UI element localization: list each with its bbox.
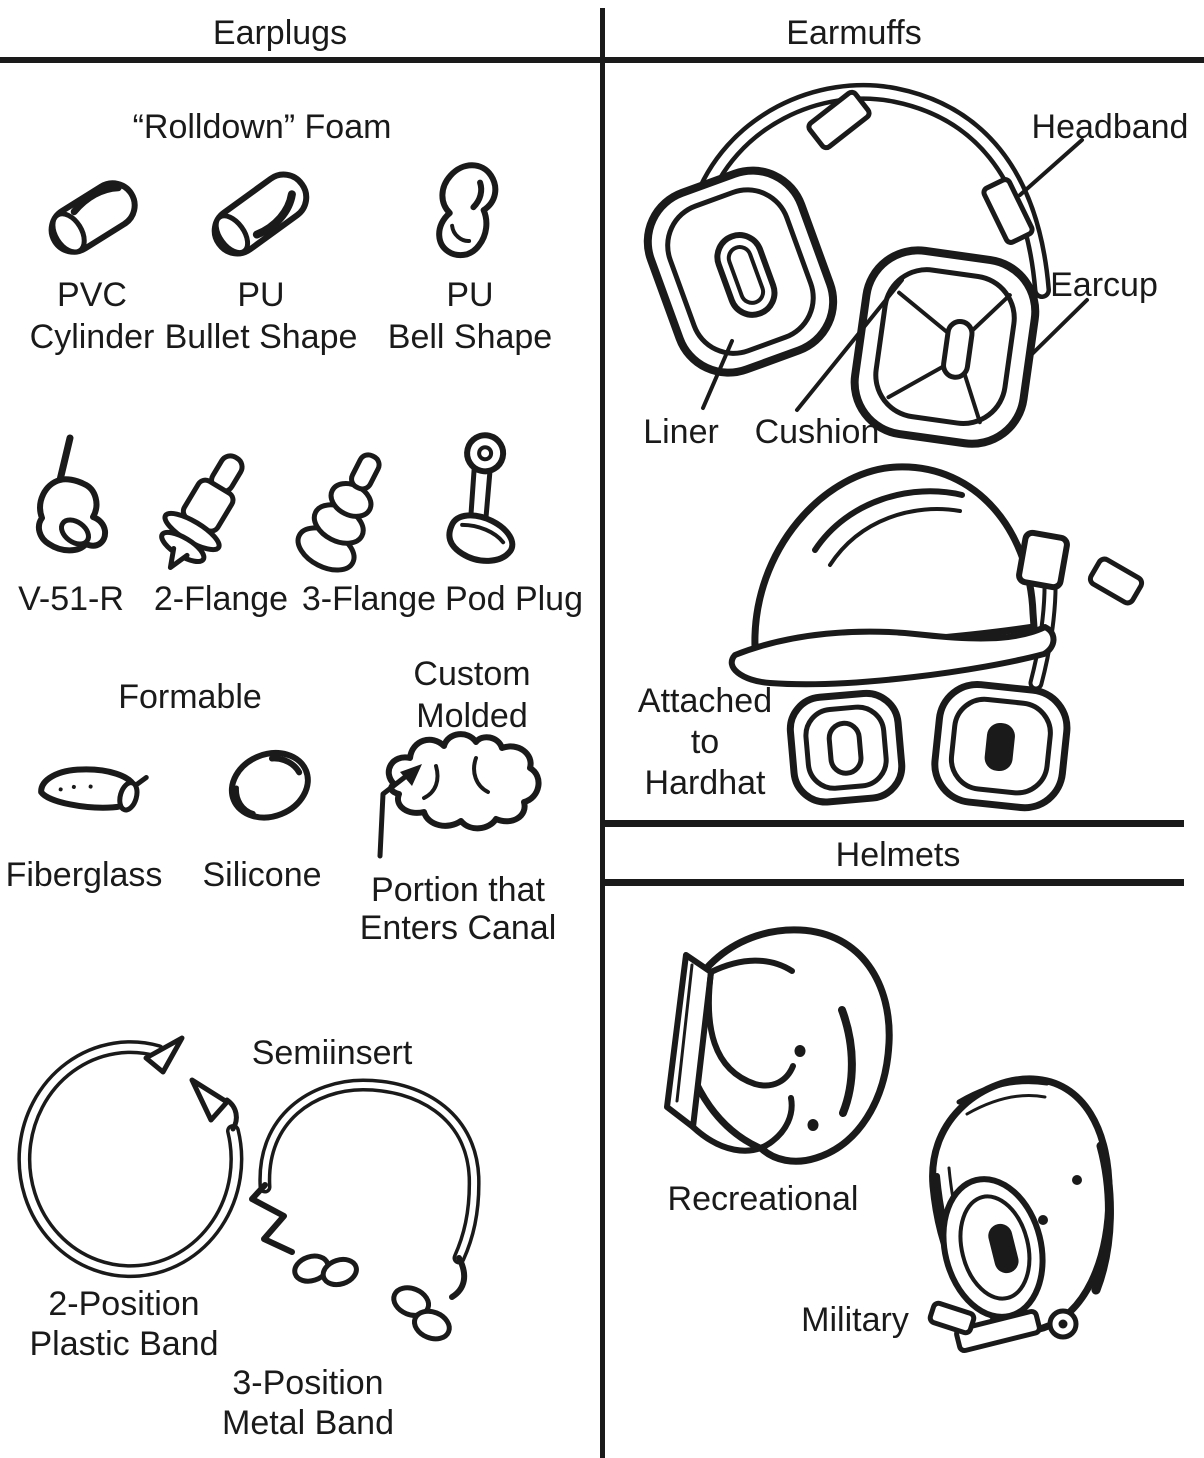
cushion-callout-label: Cushion: [754, 413, 880, 451]
three-position-metal-band-label: 3-Position Metal Band: [222, 1363, 394, 1443]
helmets-rule-bottom: [602, 879, 1184, 886]
recreational-helmet-illustration: [664, 926, 893, 1165]
hardhat-earmuffs-illustration: [728, 463, 1145, 812]
label-line: Enters Canal: [359, 909, 557, 947]
v-51-r-label: V-51-R: [18, 580, 124, 618]
earmuffs-section-title: Earmuffs: [786, 14, 922, 52]
label-line: Hardhat: [644, 764, 766, 802]
earmuffs-illustration: [643, 82, 1089, 448]
label-line: Bullet Shape: [164, 318, 358, 356]
label-line: Metal Band: [222, 1404, 394, 1442]
pod-plug-illustration: [446, 432, 516, 564]
label-line: PVC: [57, 276, 127, 314]
rolldown-foam-heading: “Rolldown” Foam: [132, 108, 392, 146]
formable-heading: Formable: [118, 678, 262, 716]
label-line: Molded: [416, 697, 528, 735]
v-51-r-illustration: [35, 434, 109, 554]
label-line: Cylinder: [29, 318, 155, 356]
label-line: Bell Shape: [387, 318, 553, 356]
two-flange-label: 2-Flange: [153, 580, 289, 618]
three-position-metal-band-illustration: [249, 1078, 481, 1342]
helmets-section-title: Helmets: [835, 836, 961, 874]
label-line: Custom: [413, 655, 531, 693]
label-line: PU: [237, 276, 285, 314]
pvc-cylinder-label: PVC Cylinder: [30, 274, 155, 358]
two-position-plastic-band-label: 2-Position Plastic Band: [30, 1284, 219, 1364]
label-line: PU: [446, 276, 494, 314]
pu-bell-illustration: [436, 162, 499, 259]
three-flange-label: 3-Flange: [301, 580, 437, 618]
custom-molded-illustration: [385, 731, 542, 832]
attached-to-hardhat-caption: Attached to Hardhat: [638, 681, 772, 804]
semiinsert-heading: Semiinsert: [251, 1034, 413, 1072]
label-line: 2-Position: [48, 1285, 200, 1323]
earplugs-section-title: Earplugs: [212, 14, 348, 52]
pvc-cylinder-illustration: [48, 180, 138, 255]
fiberglass-label: Fiberglass: [5, 856, 163, 894]
column-divider: [600, 8, 605, 1458]
recreational-helmet-label: Recreational: [667, 1180, 859, 1218]
portion-note: Portion that Enters Canal: [360, 871, 557, 947]
military-helmet-label: Military: [801, 1301, 909, 1339]
pod-plug-label: Pod Plug: [445, 580, 583, 618]
fiberglass-illustration: [38, 766, 149, 813]
three-flange-illustration: [295, 452, 382, 573]
pu-bell-label: PU Bell Shape: [388, 274, 552, 358]
earcup-callout-label: Earcup: [1050, 266, 1158, 304]
silicone-label: Silicone: [202, 856, 322, 894]
custom-molded-heading: Custom Molded: [413, 653, 530, 737]
military-helmet-illustration: [927, 1075, 1114, 1354]
helmets-rule-top: [602, 820, 1184, 827]
portion-arrow: [377, 764, 422, 859]
label-line: Plastic Band: [29, 1325, 219, 1363]
two-position-plastic-band-illustration: [17, 1035, 244, 1279]
label-line: Portion that: [371, 871, 545, 909]
liner-callout-label: Liner: [643, 413, 719, 451]
label-line: 3-Position: [232, 1364, 384, 1402]
pu-bullet-label: PU Bullet Shape: [165, 274, 358, 358]
label-line: Attached: [637, 682, 773, 720]
label-line: to: [690, 723, 720, 761]
two-flange-illustration: [159, 453, 245, 571]
silicone-illustration: [228, 750, 311, 821]
headband-callout-label: Headband: [1031, 108, 1189, 146]
pu-bullet-illustration: [211, 171, 310, 257]
